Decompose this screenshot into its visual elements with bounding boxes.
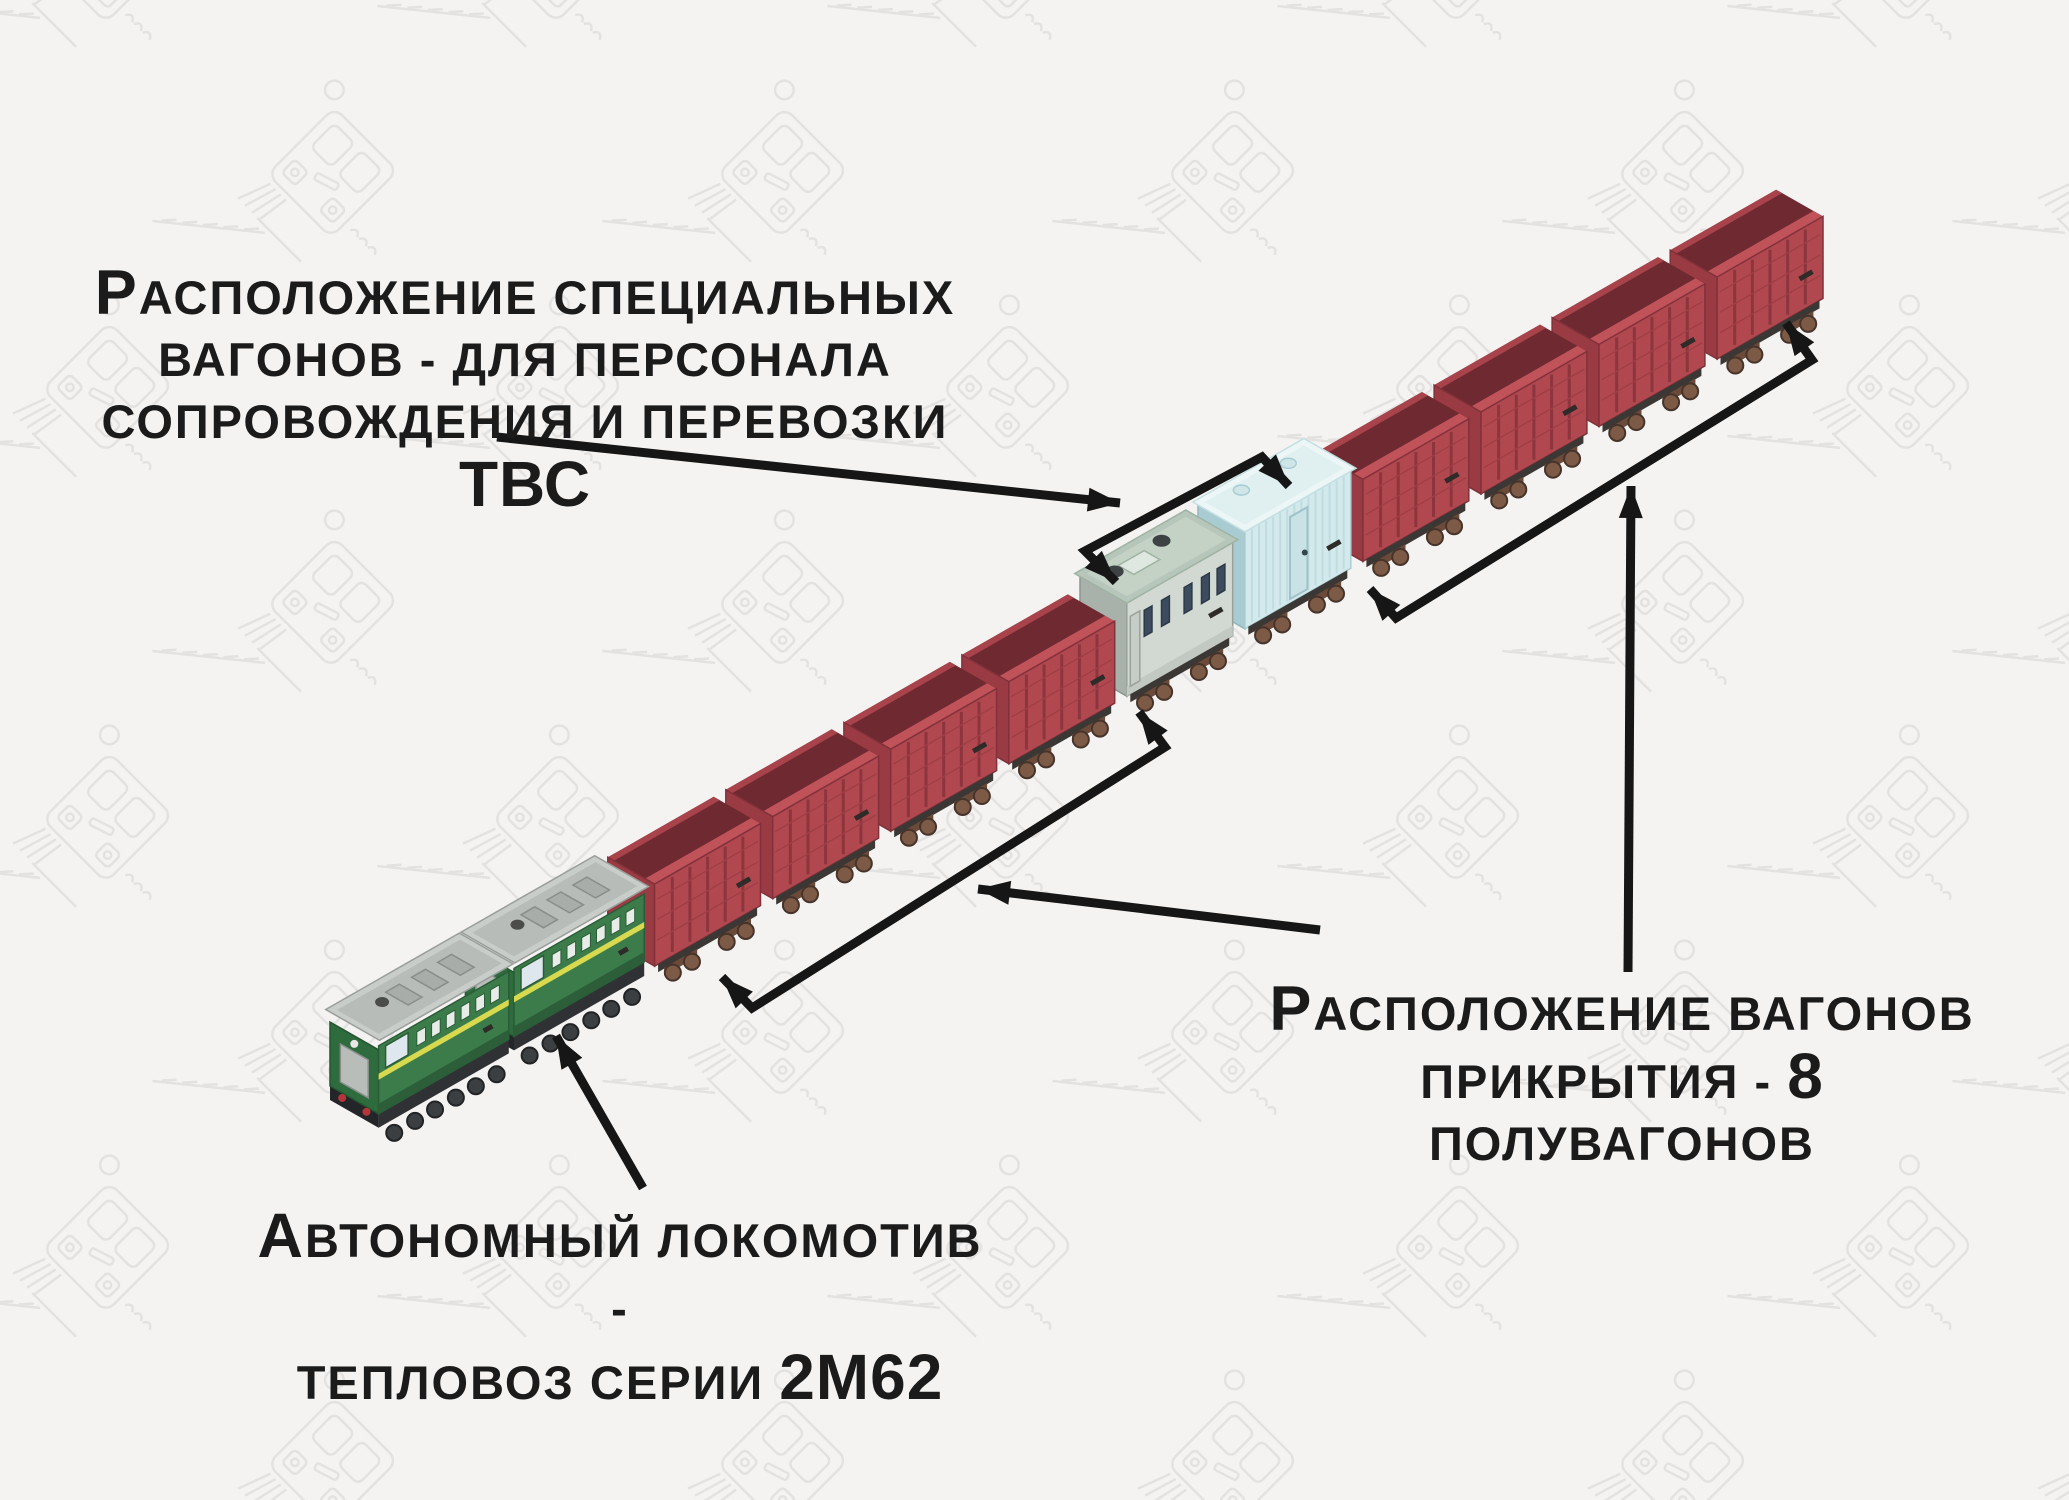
arrow-cover-up <box>1618 485 1643 973</box>
gondola-car-2 <box>725 729 880 915</box>
train-watermark-icon <box>377 0 620 48</box>
train-watermark-icon <box>1052 79 1295 263</box>
train-watermark-icon <box>1137 1369 1295 1500</box>
label-cover-cars: Расположение вагонов прикрытия - 8 полув… <box>1222 978 2022 1175</box>
train-watermark-icon <box>1502 939 1745 1123</box>
arrow-locomotive <box>552 1033 647 1191</box>
train-watermark-icon <box>1587 1369 1745 1500</box>
train-watermark-icon <box>377 1154 620 1338</box>
label-special-line2: вагонов - для персонала <box>158 333 892 386</box>
gondola-car-8 <box>1669 189 1824 375</box>
train-watermark-icon <box>0 294 170 478</box>
train-watermark-icon <box>0 0 170 48</box>
bracket-cover-group-1 <box>718 709 1172 1014</box>
train-watermark-icon <box>827 1154 1070 1338</box>
label-locomotive: Автономный локомотив - тепловоз серии 2М… <box>250 1202 990 1417</box>
train-watermark-icon <box>1277 1154 1520 1338</box>
gondola-car-5 <box>1315 392 1470 577</box>
train-watermark-icon <box>1277 0 1520 48</box>
label-special-line3: сопровождения и перевозки ТВС <box>101 395 949 520</box>
train-watermark-icon <box>1952 182 2069 263</box>
train-watermark-icon <box>152 79 395 263</box>
label-loco-line2: тепловоз серии 2М62 <box>296 1341 944 1413</box>
train-watermark-icon <box>1952 612 2069 693</box>
train-watermark-icon <box>1502 79 1745 263</box>
train-watermark-icon <box>1727 294 1970 478</box>
train-watermark-icon <box>0 1154 170 1338</box>
train-watermark-icon <box>602 79 845 263</box>
train-watermark-icon <box>1727 724 1970 908</box>
train-watermark-icon <box>152 509 395 693</box>
refrigerator-car <box>1191 437 1358 645</box>
label-special-cars: Расположение специальных вагонов - для п… <box>75 262 975 521</box>
train-watermark-icon <box>602 509 845 693</box>
label-special-line1: Расположение специальных <box>94 258 956 328</box>
train-watermark-icon <box>1727 0 1970 48</box>
tvs-highlight: ТВС <box>458 448 592 520</box>
label-cover-line2: прикрытия - 8 полувагонов <box>1420 1040 1824 1170</box>
train-watermark-icon <box>0 724 170 908</box>
train-watermark-icon <box>602 939 845 1123</box>
train-watermark-icon <box>827 0 1070 48</box>
bracket-special-cars <box>1077 451 1293 586</box>
train-watermark-icon <box>827 294 1070 478</box>
label-cover-line1: Расположение вагонов <box>1269 974 1975 1044</box>
train-watermark-icon <box>1277 724 1520 908</box>
series-highlight: 2М62 <box>779 1341 944 1413</box>
train-watermark-icon <box>1727 1154 1970 1338</box>
label-loco-line1: Автономный локомотив - <box>257 1201 983 1335</box>
train-watermark-icon <box>1952 1042 2069 1123</box>
bracket-cover-group-2 <box>1366 320 1819 624</box>
arrow-cover-left <box>977 880 1321 935</box>
train-watermark-icon <box>1052 939 1295 1123</box>
train-watermark-icon <box>377 294 620 478</box>
locomotive <box>324 932 515 1142</box>
count-highlight: 8 <box>1787 1040 1824 1112</box>
arrow-special-cars <box>496 432 1121 512</box>
